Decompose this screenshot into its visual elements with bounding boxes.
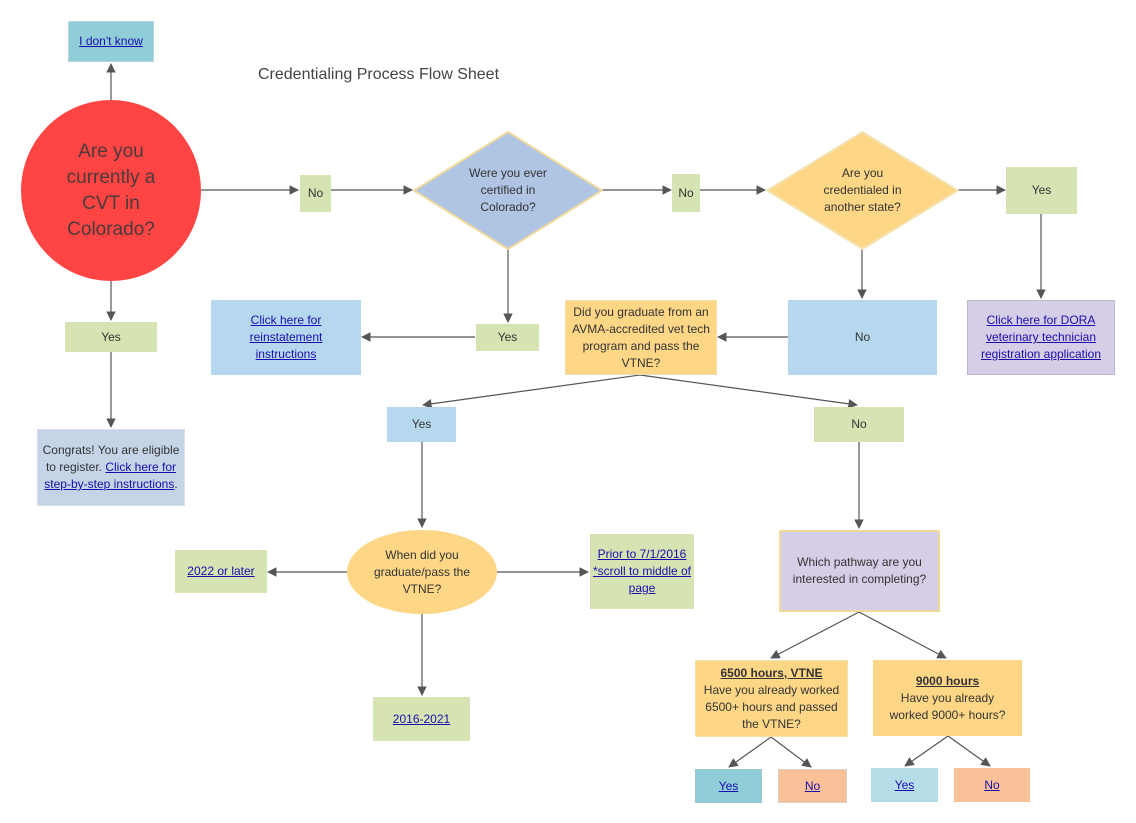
- yes-label-cvt: Yes: [101, 329, 121, 344]
- congrats-text: Congrats! You are eligible to register.: [42, 443, 180, 474]
- arrow-pathway-to-9000: [858, 611, 947, 659]
- no-label-other-state: No: [854, 330, 871, 344]
- later-2022-link[interactable]: 2022 or later: [187, 564, 255, 578]
- page-title: Credentialing Process Flow Sheet: [258, 66, 500, 83]
- diamond-shape-certified: [413, 131, 603, 250]
- prior-2016-box[interactable]: Prior to 7/1/2016 *scroll to middle of p…: [590, 534, 694, 609]
- avma-question-text: Did you graduate from an AVMA-accredited…: [572, 304, 710, 370]
- path-9000-content: 9000 hours Have you already worked 9000+…: [889, 673, 1006, 724]
- yes-label-avma: Yes: [411, 417, 432, 431]
- arrow-6500-to-yes: [728, 736, 772, 768]
- arrow-pathway-to-6500: [770, 611, 860, 659]
- yes-box-avma: Yes: [387, 407, 456, 442]
- no-6500-box[interactable]: No: [778, 769, 847, 803]
- pathway-question-box: Which pathway are you interested in comp…: [779, 530, 940, 612]
- no-label-2: No: [678, 185, 694, 200]
- no-9000-link[interactable]: No: [984, 777, 1000, 792]
- credentialed-question-diamond: Are you credentialed in another state?: [766, 131, 959, 250]
- no-box-1: No: [300, 175, 331, 212]
- certified-question-text: Were you ever certified in Colorado?: [469, 166, 547, 214]
- diamond-shape-credentialed: [766, 131, 959, 250]
- congrats-content: Congrats! You are eligible to register. …: [40, 442, 182, 493]
- dora-link-box[interactable]: Click here for DORA veterinary technicia…: [967, 300, 1115, 375]
- when-question-ellipse: When did you graduate/pass the VTNE?: [347, 530, 497, 614]
- yes-label-other-state: Yes: [1031, 183, 1052, 197]
- dora-link[interactable]: Click here for DORA veterinary technicia…: [980, 313, 1102, 361]
- yes-6500-link[interactable]: Yes: [718, 778, 739, 793]
- arrow-6500-to-no: [770, 736, 812, 768]
- dont-know-link[interactable]: I don't know: [79, 34, 143, 48]
- credentialed-question-text: Are you credentialed in another state?: [823, 166, 902, 214]
- path-6500-title: 6500 hours, VTNE: [720, 665, 823, 680]
- step-by-step-link[interactable]: Click here for step-by-step instructions: [44, 460, 177, 491]
- no-box-avma: No: [814, 407, 904, 442]
- range-2016-2021-box[interactable]: 2016-2021: [373, 697, 470, 741]
- prior-2016-link[interactable]: Prior to 7/1/2016 *scroll to middle of p…: [592, 547, 692, 595]
- no-label-1: No: [307, 186, 324, 200]
- yes-9000-box[interactable]: Yes: [871, 768, 938, 802]
- reinstatement-link[interactable]: Click here for reinstatement instruction…: [249, 313, 323, 361]
- no-label-avma: No: [851, 417, 867, 431]
- yes-box-certified: Yes: [476, 324, 539, 351]
- later-2022-box[interactable]: 2022 or later: [175, 550, 267, 593]
- yes-6500-box[interactable]: Yes: [695, 769, 762, 803]
- arrow-avma-to-no: [639, 374, 858, 409]
- yes-9000-link[interactable]: Yes: [894, 777, 915, 792]
- dont-know-box[interactable]: I don't know: [68, 21, 154, 62]
- certified-question-diamond: Were you ever certified in Colorado?: [413, 131, 603, 250]
- avma-question-box: Did you graduate from an AVMA-accredited…: [565, 300, 717, 375]
- no-box-other-state: No: [788, 300, 937, 375]
- congrats-box: Congrats! You are eligible to register. …: [37, 429, 185, 506]
- congrats-period: .: [174, 477, 178, 491]
- path-6500-text: Have you already worked 6500+ hours and …: [703, 682, 840, 731]
- no-6500-link[interactable]: No: [804, 778, 821, 793]
- path-9000-title: 9000 hours: [915, 673, 980, 688]
- pathway-question-text: Which pathway are you interested in comp…: [792, 555, 927, 586]
- path-9000-text: Have you already worked 9000+ hours?: [889, 690, 1006, 722]
- path-9000-box: 9000 hours Have you already worked 9000+…: [873, 660, 1022, 736]
- path-6500-box: 6500 hours, VTNE Have you already worked…: [695, 660, 848, 737]
- yes-box-other-state: Yes: [1006, 167, 1077, 214]
- arrow-9000-to-yes: [904, 735, 949, 767]
- when-question-text: When did you graduate/pass the VTNE?: [373, 547, 471, 596]
- no-box-2: No: [672, 174, 700, 212]
- no-9000-box[interactable]: No: [954, 768, 1030, 802]
- yes-label-certified: Yes: [497, 330, 518, 344]
- arrow-avma-to-yes: [422, 374, 641, 409]
- range-2016-2021-link[interactable]: 2016-2021: [392, 711, 451, 726]
- cvt-question-circle: Are you currently a CVT in Colorado?: [21, 100, 201, 281]
- reinstatement-link-box[interactable]: Click here for reinstatement instruction…: [211, 300, 361, 375]
- yes-box-cvt: Yes: [65, 322, 157, 352]
- path-6500-content: 6500 hours, VTNE Have you already worked…: [700, 665, 843, 733]
- arrow-9000-to-no: [947, 735, 991, 767]
- cvt-question-text: Are you currently a CVT in Colorado?: [66, 140, 156, 240]
